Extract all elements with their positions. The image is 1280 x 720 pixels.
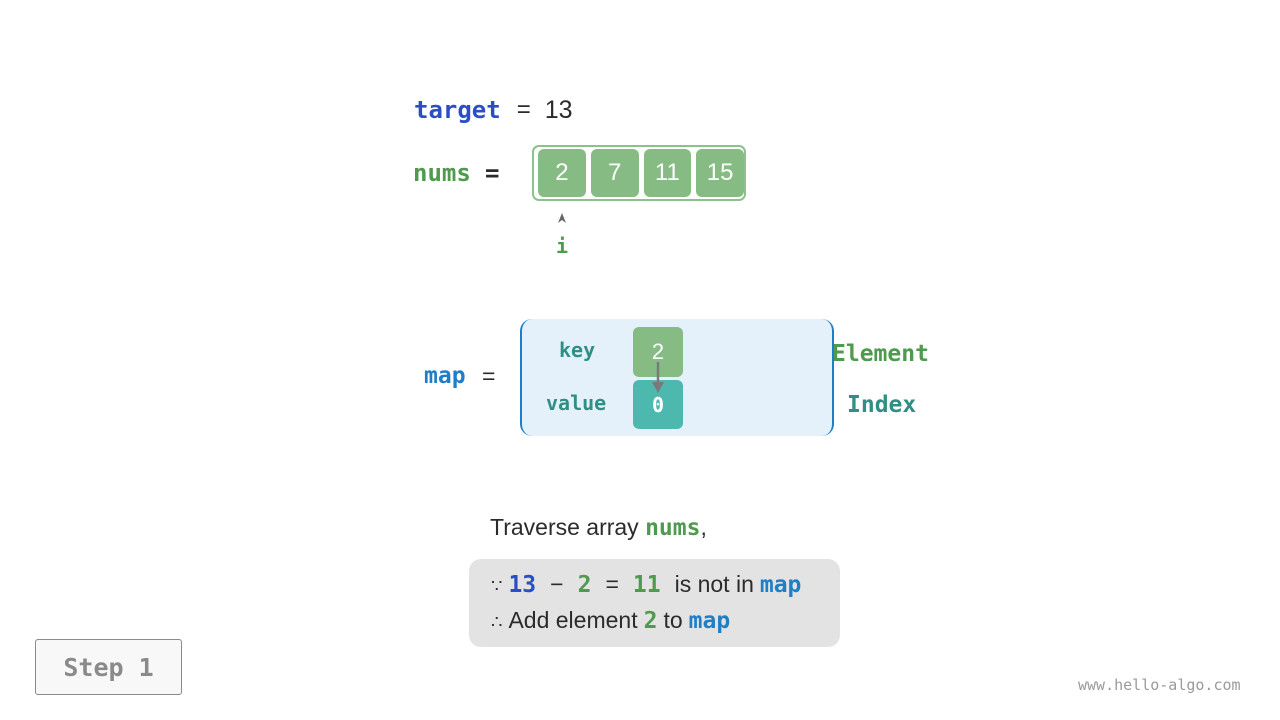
because-symbol: ∵ <box>491 576 503 596</box>
element-ref: 2 <box>577 572 592 598</box>
target-value: 13 <box>544 95 573 124</box>
watermark: www.hello-algo.com <box>1078 676 1241 694</box>
traverse-var: nums <box>645 515 701 541</box>
nums-equals: = <box>485 159 500 187</box>
map-value-cell: 0 <box>633 380 683 429</box>
traverse-comma: , <box>700 514 707 540</box>
explanation-line-1: ∵ 13 − 2 = 11 is not in map <box>491 571 801 598</box>
element-legend: Element <box>832 341 929 367</box>
add-text: Add element <box>508 607 638 633</box>
traverse-text: Traverse array <box>490 514 646 540</box>
to-text: to <box>663 607 683 633</box>
not-in-text: is not in <box>674 571 754 597</box>
key-to-value-arrow-icon <box>652 362 664 393</box>
map-equals: = <box>482 363 496 389</box>
nums-array: 2 7 11 15 <box>532 145 746 201</box>
value-row-label: value <box>546 391 607 415</box>
pointer-label: i <box>556 234 569 258</box>
target-label: target <box>414 96 501 124</box>
nums-label: nums <box>413 159 471 187</box>
array-cell: 7 <box>590 149 639 197</box>
array-cell: 2 <box>538 149 586 197</box>
add-element-ref: 2 <box>643 608 658 634</box>
complement-ref: 11 <box>632 572 661 598</box>
key-row-label: key <box>559 338 596 362</box>
index-legend: Index <box>847 392 917 418</box>
therefore-symbol: ∴ <box>491 612 503 632</box>
step-button[interactable]: Step 1 <box>35 639 182 695</box>
minus-operator: − <box>550 571 564 597</box>
map-ref-2: map <box>688 608 731 634</box>
array-cell: 11 <box>643 149 692 197</box>
explanation-box <box>469 559 840 647</box>
map-label: map <box>424 363 466 389</box>
target-row: target = 13 <box>414 94 573 126</box>
target-ref: 13 <box>508 572 537 598</box>
map-ref: map <box>759 572 802 598</box>
explanation-line-2: ∴ Add element 2 to map <box>491 607 730 634</box>
pointer-arrow-icon <box>558 213 566 223</box>
equals-operator: = <box>605 571 619 597</box>
traverse-caption: Traverse array nums, <box>490 514 707 541</box>
array-cell: 15 <box>696 149 744 197</box>
target-equals: = <box>516 96 531 123</box>
